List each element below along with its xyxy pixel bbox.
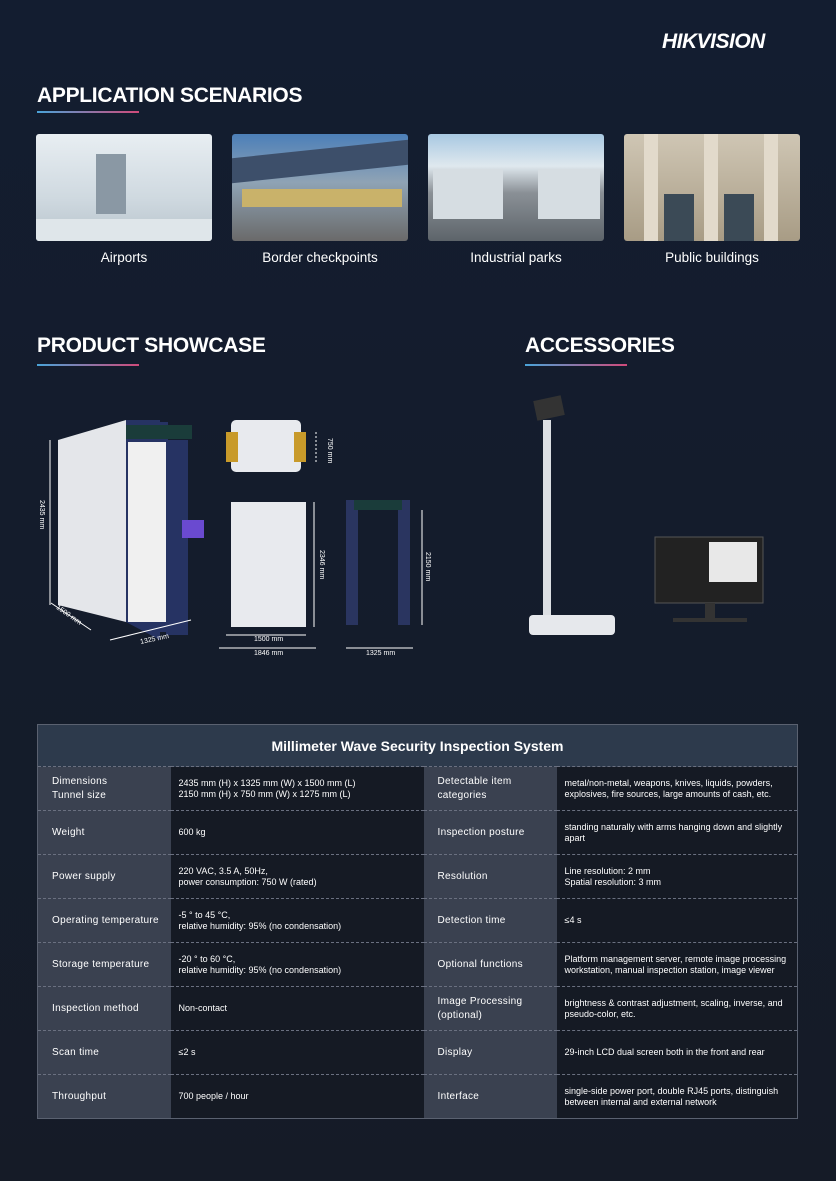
spec-label: Inspection method <box>37 986 171 1031</box>
spec-value: metal/non-metal, weapons, knives, liquid… <box>556 766 798 811</box>
spec-label: Display <box>423 1030 557 1075</box>
accessories-drawings <box>529 395 764 635</box>
spec-value: ≤4 s <box>556 898 798 943</box>
dim-front-outer: 1846 mm <box>254 650 284 657</box>
spec-label: Weight <box>37 810 171 855</box>
spec-value: 600 kg <box>170 810 424 855</box>
title-underline <box>37 364 139 366</box>
spec-value: Non-contact <box>170 986 424 1031</box>
section-title-accessories: ACCESSORIES <box>525 334 675 357</box>
spec-label: Resolution <box>423 854 557 899</box>
spec-value: 2435 mm (H) x 1325 mm (W) x 1500 mm (L) … <box>170 766 424 811</box>
spec-value: Platform management server, remote image… <box>556 942 798 987</box>
spec-label: Optional functions <box>423 942 557 987</box>
scenario-label: Border checkpoints <box>262 250 378 265</box>
section-title-scenarios: APPLICATION SCENARIOS <box>37 84 303 107</box>
spec-label: Interface <box>423 1074 557 1119</box>
scenario-label: Public buildings <box>665 250 759 265</box>
spec-value: single-side power port, double RJ45 port… <box>556 1074 798 1119</box>
kiosk-pole <box>543 420 551 615</box>
industrial-parks-image <box>428 134 604 241</box>
public-buildings-image <box>624 134 800 241</box>
title-underline <box>525 364 627 366</box>
spec-value: 220 VAC, 3.5 A, 50Hz, power consumption:… <box>170 854 424 899</box>
border-checkpoints-image <box>232 134 408 241</box>
dim-front-inner: 1500 mm <box>254 636 284 643</box>
scenario-label: Industrial parks <box>470 250 562 265</box>
spec-label: Throughput <box>37 1074 171 1119</box>
spec-label: Operating temperature <box>37 898 171 943</box>
spec-value: brightness & contrast adjustment, scalin… <box>556 986 798 1031</box>
kiosk-screen <box>533 395 565 421</box>
spec-label: Power supply <box>37 854 171 899</box>
spec-label: Inspection posture <box>423 810 557 855</box>
hikvision-logo: HIKVISION <box>662 30 765 53</box>
spec-label: Detectable item categories <box>423 766 557 811</box>
spec-label: Scan time <box>37 1030 171 1075</box>
spec-value: -5 ° to 45 °C, relative humidity: 95% (n… <box>170 898 424 943</box>
kiosk-base <box>529 615 615 635</box>
spec-value: 700 people / hour <box>170 1074 424 1119</box>
spec-label: Storage temperature <box>37 942 171 987</box>
table-row: Storage temperature-20 ° to 60 °C, relat… <box>37 942 798 987</box>
title-underline <box>37 111 139 113</box>
spec-value: Line resolution: 2 mm Spatial resolution… <box>556 854 798 899</box>
dim-front-height: 2346 mm <box>318 550 325 580</box>
table-title: Millimeter Wave Security Inspection Syst… <box>37 724 798 767</box>
dim-height: 2435 mm <box>38 500 45 530</box>
spec-value: ≤2 s <box>170 1030 424 1075</box>
dim-side-width: 1325 mm <box>366 650 396 657</box>
spec-value: 29-inch LCD dual screen both in the fron… <box>556 1030 798 1075</box>
specifications-table: Millimeter Wave Security Inspection Syst… <box>37 724 798 1119</box>
dim-side-height: 2150 mm <box>424 552 431 582</box>
airports-image <box>36 134 212 241</box>
scenario-label: Airports <box>100 250 148 265</box>
booth-side-panel <box>58 420 126 622</box>
spec-value: -20 ° to 60 °C, relative humidity: 95% (… <box>170 942 424 987</box>
spec-value: standing naturally with arms hanging dow… <box>556 810 798 855</box>
product-showcase-drawings <box>49 420 423 649</box>
table-row: Operating temperature-5 ° to 45 °C, rela… <box>37 898 798 943</box>
spec-label: Image Processing (optional) <box>423 986 557 1031</box>
spec-label: Dimensions Tunnel size <box>37 766 171 811</box>
section-title-showcase: PRODUCT SHOWCASE <box>37 334 266 357</box>
dim-top-width: 750 mm <box>326 438 333 464</box>
spec-label: Detection time <box>423 898 557 943</box>
